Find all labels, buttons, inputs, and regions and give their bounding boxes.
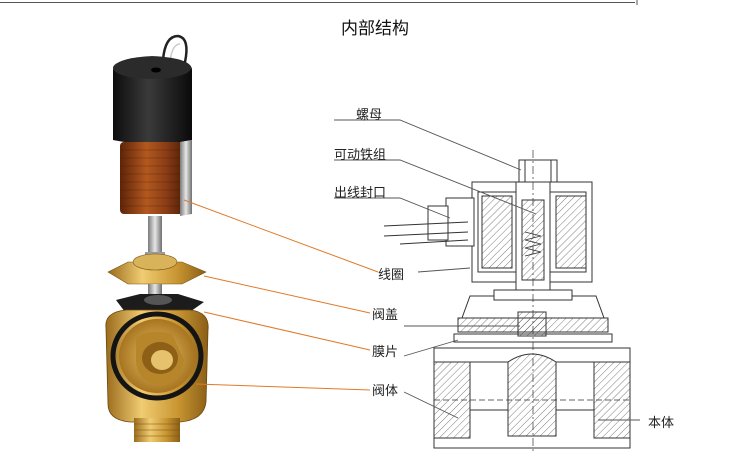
drawing-leaders (334, 119, 640, 421)
diagram-title: 内部结构 (341, 19, 409, 39)
label-valve-body: 阀体 (372, 384, 399, 399)
label-body: 本体 (648, 416, 675, 431)
solenoid-valve-photo (105, 34, 209, 442)
label-coil: 线圈 (378, 268, 405, 283)
label-wire-seal: 出线封口 (334, 186, 387, 201)
label-plunger: 可动铁组 (334, 148, 387, 163)
cross-section-drawing (383, 150, 631, 452)
label-nut: 螺母 (356, 108, 383, 123)
photo-leaders (183, 199, 379, 391)
label-diaphragm: 膜片 (372, 345, 399, 360)
label-bonnet: 阀盖 (372, 308, 399, 323)
